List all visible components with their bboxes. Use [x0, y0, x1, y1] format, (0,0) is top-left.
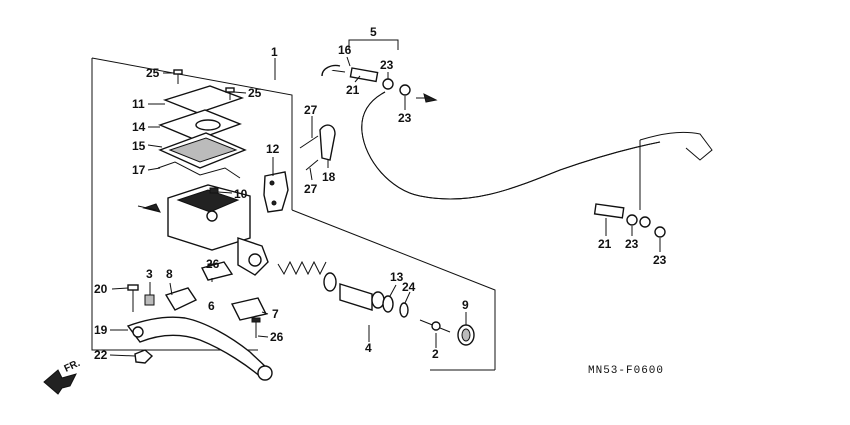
flow-arrow-icon: [137, 203, 161, 213]
washer-23-lower-b: [654, 226, 666, 238]
brake-lever: [126, 316, 273, 381]
piston-cup: [323, 272, 337, 292]
pivot-nut-22: [134, 349, 154, 364]
cap-plate: [158, 109, 242, 141]
diaphragm: [158, 132, 247, 169]
bracket-6: [200, 261, 234, 281]
washer-23-lower-a: [626, 214, 638, 226]
callout-25-left: 25: [146, 66, 160, 80]
washer-24: [399, 302, 409, 318]
front-direction-arrow-icon: [43, 369, 77, 395]
bolt-27-lower: [305, 159, 319, 171]
clamp-holder: [263, 171, 289, 213]
callout-4: 4: [365, 341, 372, 355]
brake-switch: [164, 287, 198, 311]
boot-9: [457, 324, 475, 346]
reservoir-cap: [162, 85, 245, 114]
callout-16: 16: [338, 43, 352, 57]
callout-11: 11: [132, 97, 145, 111]
callout-10: 10: [234, 187, 248, 201]
callout-17: 17: [132, 163, 146, 177]
assembly-outline: [91, 57, 496, 371]
callout-23-upper: 23: [380, 58, 394, 72]
front-label: FR.: [63, 358, 82, 375]
callout-7: 7: [272, 307, 279, 321]
piston-spring: [277, 260, 327, 276]
callout-13: 13: [390, 270, 404, 284]
callout-19: 19: [94, 323, 108, 337]
collar-3: [144, 294, 155, 306]
hose-clamp-18: [319, 124, 336, 161]
hose-arrow-icon: [416, 93, 438, 103]
leader-lines: [109, 39, 661, 357]
callout-8: 8: [166, 267, 173, 281]
banjo-bolt-21-lower: [593, 203, 625, 219]
piston: [339, 283, 385, 311]
diagram-code: MN53-F0600: [588, 365, 664, 377]
bolt-27-upper: [299, 135, 319, 149]
callout-25-right: 25: [248, 86, 262, 100]
callout-27-upper: 27: [304, 103, 318, 117]
switch-7: [230, 297, 268, 321]
pivot-bolt: [127, 284, 139, 312]
callout-6: 6: [208, 299, 215, 313]
callout-26-upper: 26: [206, 257, 220, 271]
screw-25-upper: [173, 69, 183, 84]
callout-20: 20: [94, 282, 108, 296]
screw-10: [209, 187, 219, 194]
seal-13: [382, 295, 394, 313]
callout-21-lower: 21: [598, 237, 612, 251]
master-cylinder-body: [167, 184, 269, 276]
hose-assembly: [321, 64, 713, 228]
callout-24: 24: [402, 280, 416, 294]
callout-9: 9: [462, 298, 469, 312]
callout-18: 18: [322, 170, 336, 184]
screw-25-lower: [225, 87, 235, 100]
callout-1: 1: [271, 45, 278, 59]
push-rod-2: [419, 319, 451, 333]
callout-5: 5: [370, 25, 377, 39]
callout-27-lower: 27: [304, 182, 318, 196]
callout-23-right: 23: [398, 111, 412, 125]
callout-15: 15: [132, 139, 146, 153]
callout-23-lower-a: 23: [625, 237, 639, 251]
diaphragm-plate: [157, 161, 241, 179]
screw-26-lower: [251, 317, 261, 338]
callout-26-lower: 26: [270, 330, 284, 344]
callout-2: 2: [432, 347, 439, 361]
callout-12: 12: [266, 142, 280, 156]
callout-21-upper: 21: [346, 83, 360, 97]
callout-22: 22: [94, 348, 108, 362]
callout-3: 3: [146, 267, 153, 281]
callout-14: 14: [132, 120, 146, 134]
callout-23-lower-b: 23: [653, 253, 667, 267]
